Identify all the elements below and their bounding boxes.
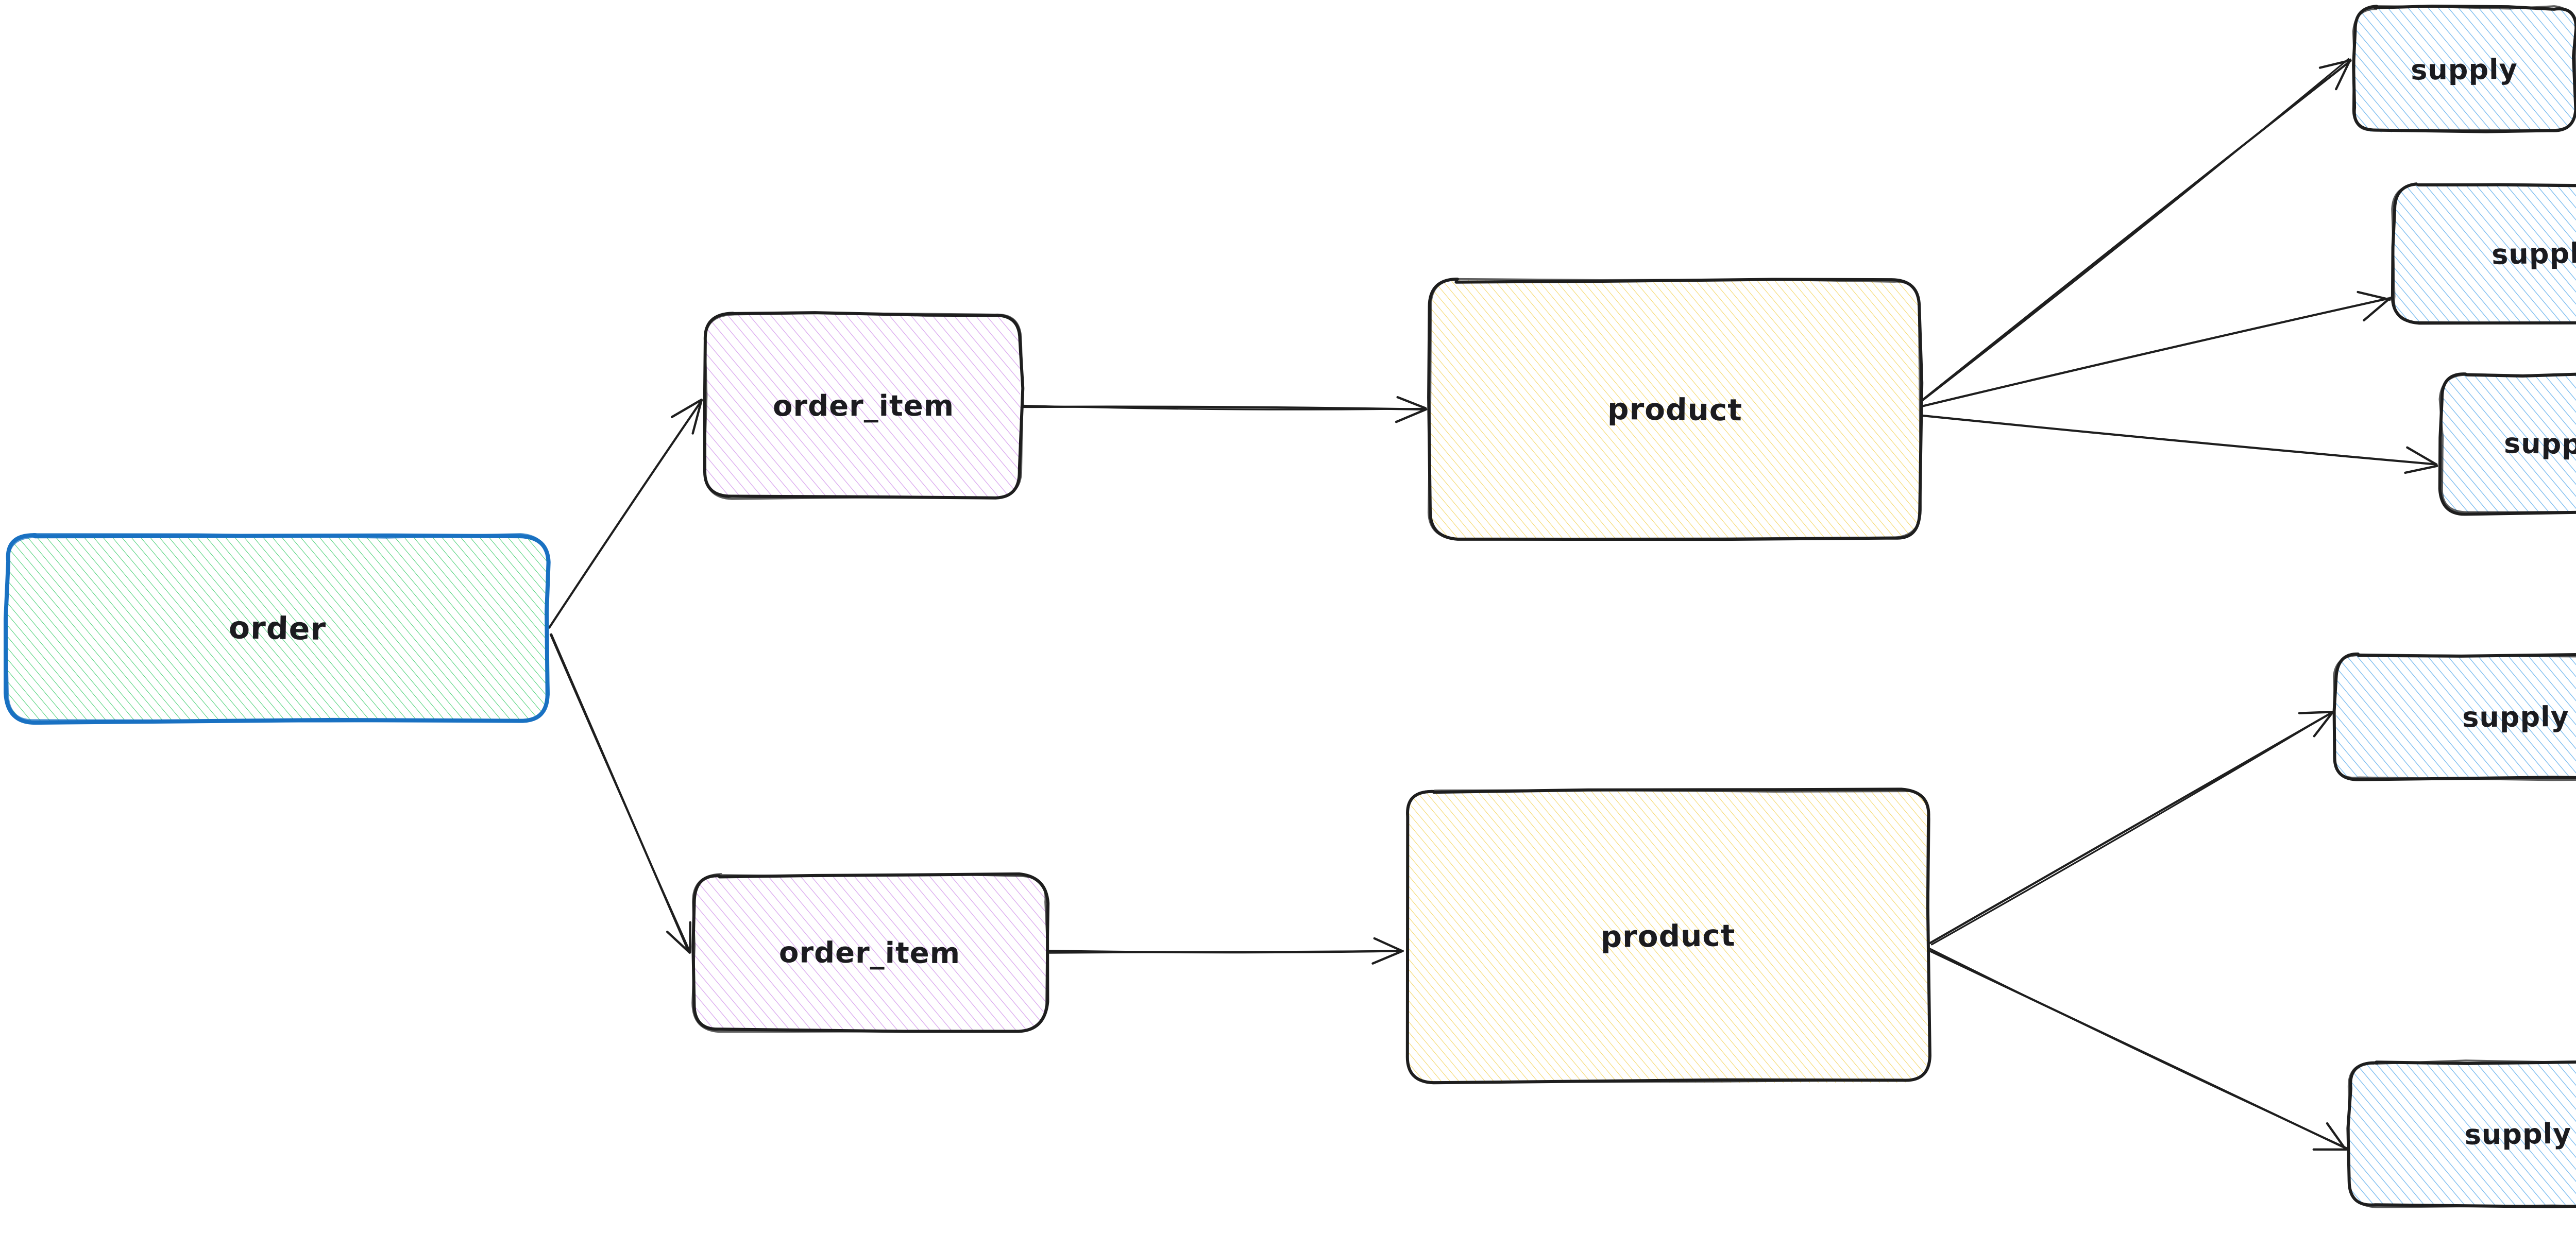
arrowhead-barb xyxy=(2326,1122,2347,1151)
edge-order_item_2-to-product_2[interactable] xyxy=(1047,937,1404,965)
arrowhead-barb xyxy=(2335,58,2352,91)
edge-product_2-to-supply_5[interactable] xyxy=(1929,948,2349,1151)
arrowhead-barb xyxy=(2318,59,2351,69)
node-product_2[interactable]: product xyxy=(1405,787,1931,1085)
edge-product_1-to-supply_3[interactable] xyxy=(1921,414,2438,474)
arrowhead-barb xyxy=(670,398,703,418)
edge-stroke xyxy=(1920,59,2352,402)
arrowhead-barb xyxy=(1396,396,1427,409)
node-label-supply_2: supply xyxy=(2492,236,2576,270)
arrowhead-barb xyxy=(2313,711,2334,738)
node-fill xyxy=(1405,790,1930,1083)
edge-product_1-to-supply_2[interactable] xyxy=(1921,290,2392,407)
node-supply_2[interactable]: supply xyxy=(2391,182,2576,325)
node-label-order_item_1: order_item xyxy=(773,389,954,423)
edge-stroke xyxy=(1930,711,2333,946)
node-outline xyxy=(2332,652,2576,781)
edge-stroke xyxy=(548,399,703,629)
edge-product_1-to-supply_1[interactable] xyxy=(1920,58,2352,402)
edge-stroke xyxy=(1921,297,2390,407)
node-outline xyxy=(2391,182,2576,325)
node-outline xyxy=(2438,372,2576,516)
node-order[interactable]: order xyxy=(4,533,551,725)
node-fill xyxy=(6,535,549,722)
edge-layer xyxy=(548,58,2438,1151)
arrowhead-barb xyxy=(2363,296,2392,322)
node-supply_1[interactable]: supply xyxy=(2352,5,2576,133)
edge-stroke xyxy=(1921,58,2350,402)
arrowhead-barb xyxy=(2406,446,2438,466)
node-fill xyxy=(2353,7,2575,133)
node-outline xyxy=(4,533,550,723)
edge-stroke xyxy=(1929,710,2334,944)
arrowhead-barb xyxy=(2298,711,2334,714)
arrowhead-barb xyxy=(1371,950,1404,965)
node-outline xyxy=(2438,373,2576,513)
edge-stroke xyxy=(1929,948,2349,1150)
node-fill xyxy=(2439,373,2576,513)
node-fill xyxy=(1429,280,1921,539)
node-label-order: order xyxy=(228,610,326,647)
node-label-supply_4: supply xyxy=(2462,700,2569,734)
node-label-order_item_2: order_item xyxy=(779,936,960,970)
node-supply_5[interactable]: supply xyxy=(2346,1059,2576,1208)
edge-stroke xyxy=(1021,404,1426,410)
node-supply_4[interactable]: supply xyxy=(2332,652,2576,781)
arrowhead-barb xyxy=(691,399,703,435)
node-label-supply_5: supply xyxy=(2464,1118,2571,1151)
node-outline xyxy=(2352,5,2576,131)
node-outline xyxy=(691,873,1048,1033)
edge-order-to-order_item_1[interactable] xyxy=(548,398,703,629)
node-layer: orderorder_itemorder_itemproductproducts… xyxy=(4,5,2576,1208)
edge-stroke xyxy=(1921,414,2438,466)
node-label-supply_1: supply xyxy=(2411,53,2518,87)
arrowhead-barb xyxy=(1373,937,1403,952)
node-label-supply_3: supply xyxy=(2504,427,2576,461)
node-fill xyxy=(2392,184,2576,322)
node-outline xyxy=(2347,1059,2576,1208)
node-outline xyxy=(2346,1060,2576,1208)
node-label-product_1: product xyxy=(1607,391,1742,427)
node-label-product_2: product xyxy=(1600,918,1736,954)
arrowhead-barb xyxy=(666,931,691,954)
node-fill xyxy=(705,314,1022,498)
node-order_item_1[interactable]: order_item xyxy=(703,311,1025,500)
edge-stroke xyxy=(549,633,691,952)
edge-order_item_1-to-product_1[interactable] xyxy=(1021,396,1428,423)
node-outline xyxy=(2333,653,2576,781)
edge-product_2-to-supply_4[interactable] xyxy=(1929,710,2334,946)
arrowhead-barb xyxy=(2404,465,2438,474)
node-outline xyxy=(703,312,1024,500)
node-fill xyxy=(2335,655,2576,780)
node-fill xyxy=(693,874,1047,1031)
edge-order-to-order_item_2[interactable] xyxy=(549,633,691,954)
node-outline xyxy=(1406,789,1931,1083)
arrowhead-barb xyxy=(1395,408,1428,423)
node-outline xyxy=(1427,278,1922,540)
node-supply_3[interactable]: supply xyxy=(2438,372,2576,516)
node-outline xyxy=(2391,183,2576,324)
node-product_1[interactable]: product xyxy=(1427,278,1924,541)
arrowhead-barb xyxy=(2357,290,2391,301)
edge-stroke xyxy=(1048,950,1404,954)
node-fill xyxy=(2348,1062,2576,1206)
node-order_item_2[interactable]: order_item xyxy=(691,872,1050,1033)
